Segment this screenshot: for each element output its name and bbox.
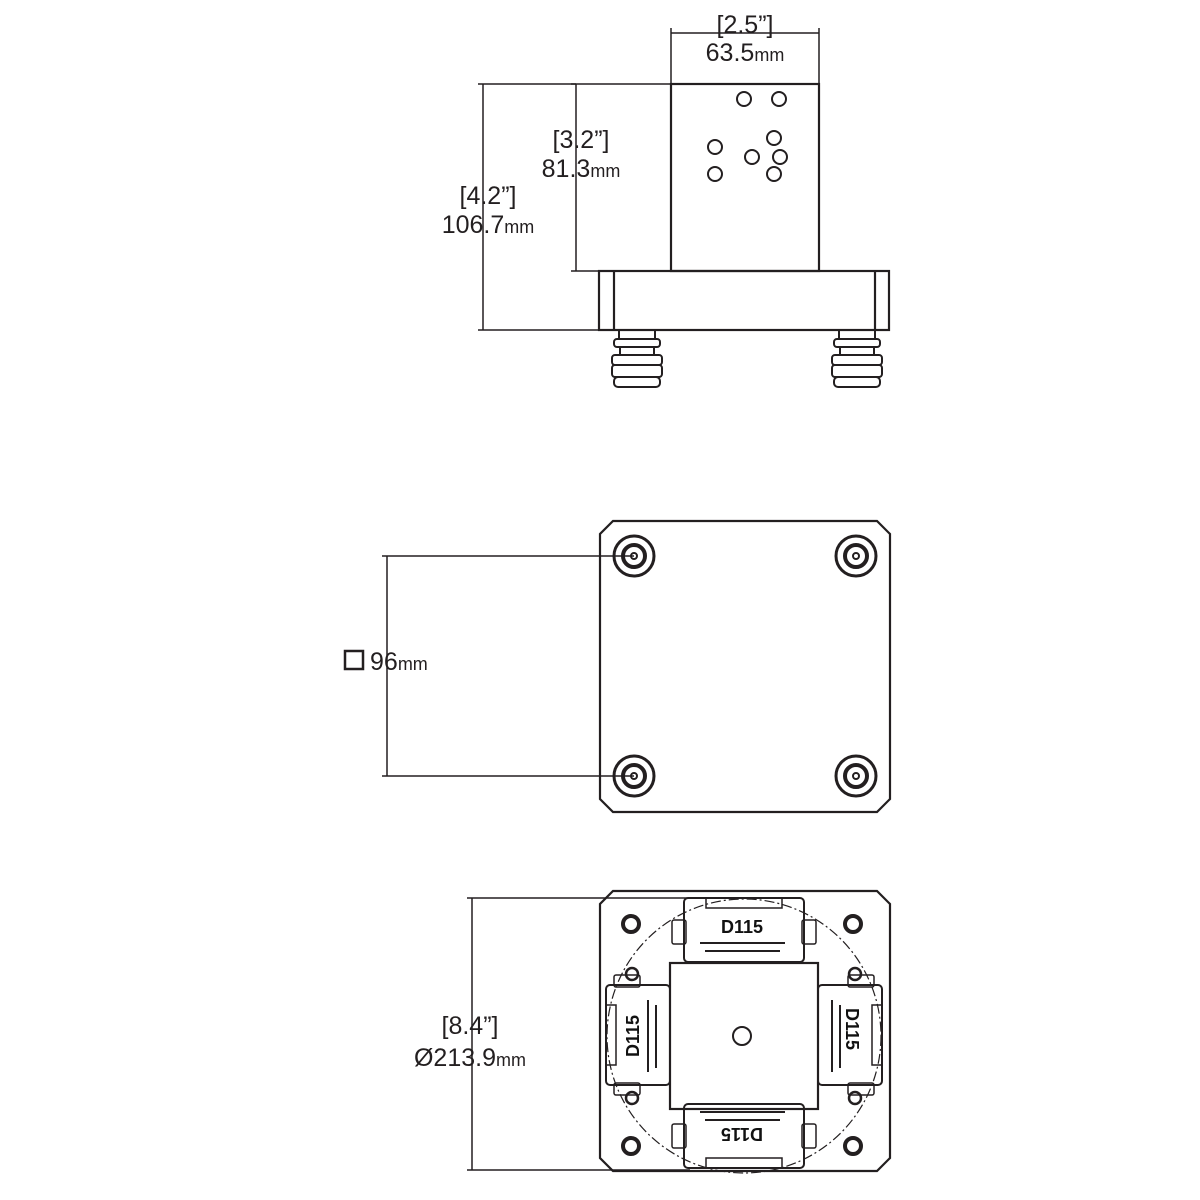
top-view: D115 D115 D115 D115 xyxy=(414,889,892,1174)
side-view-foot-left xyxy=(611,329,663,388)
bottom-view-stud-top-right xyxy=(834,534,878,578)
top-view-corner-holes xyxy=(621,914,863,1156)
diameter-dimension-metric: Ø213.9mm xyxy=(414,1044,526,1072)
column-height-dimension-imperial: [3.2”] xyxy=(553,126,610,154)
top-view-plate xyxy=(598,889,892,1173)
top-view-center-hole xyxy=(732,1026,752,1046)
d115-module-right-label: D115 xyxy=(842,1008,862,1050)
column-holes xyxy=(707,91,788,182)
d115-module-left: D115 xyxy=(605,974,671,1096)
side-view-foot-right xyxy=(831,329,883,388)
diameter-dimension-imperial: [8.4”] xyxy=(442,1012,499,1040)
column-height-dimension-lines xyxy=(571,83,671,272)
column-height-dimension-metric: 81.3mm xyxy=(542,155,621,183)
d115-module-bottom-label: D115 xyxy=(721,1124,763,1144)
side-view-column xyxy=(669,82,821,273)
width-dimension-metric: 63.5mm xyxy=(706,39,785,67)
pattern-dimension-lines xyxy=(382,555,634,777)
diameter-dimension-lines xyxy=(467,897,690,1171)
d115-module-bottom: D115 xyxy=(671,1103,817,1169)
d115-module-left-label: D115 xyxy=(623,1015,643,1057)
square-symbol-icon xyxy=(343,649,365,671)
width-dimension-imperial: [2.5”] xyxy=(717,11,774,39)
d115-module-right: D115 xyxy=(817,974,883,1096)
bottom-view: 96mm xyxy=(343,519,892,814)
total-height-dimension-imperial: [4.2”] xyxy=(460,182,517,210)
bottom-view-plate xyxy=(598,519,892,814)
top-view-column xyxy=(668,961,820,1111)
width-dimension-lines xyxy=(670,28,820,84)
total-height-dimension-metric: 106.7mm xyxy=(442,211,535,239)
pattern-dimension-metric: 96mm xyxy=(370,648,428,676)
side-view: [2.5”] 63.5mm [3.2”] 81.3mm [4.2”] 106.7… xyxy=(442,11,891,388)
d115-module-top-label: D115 xyxy=(721,917,763,937)
d115-module-top: D115 xyxy=(671,897,817,963)
bottom-view-stud-bottom-right xyxy=(834,754,878,798)
total-height-dimension-lines xyxy=(478,83,599,331)
side-view-base-plate xyxy=(597,269,891,332)
